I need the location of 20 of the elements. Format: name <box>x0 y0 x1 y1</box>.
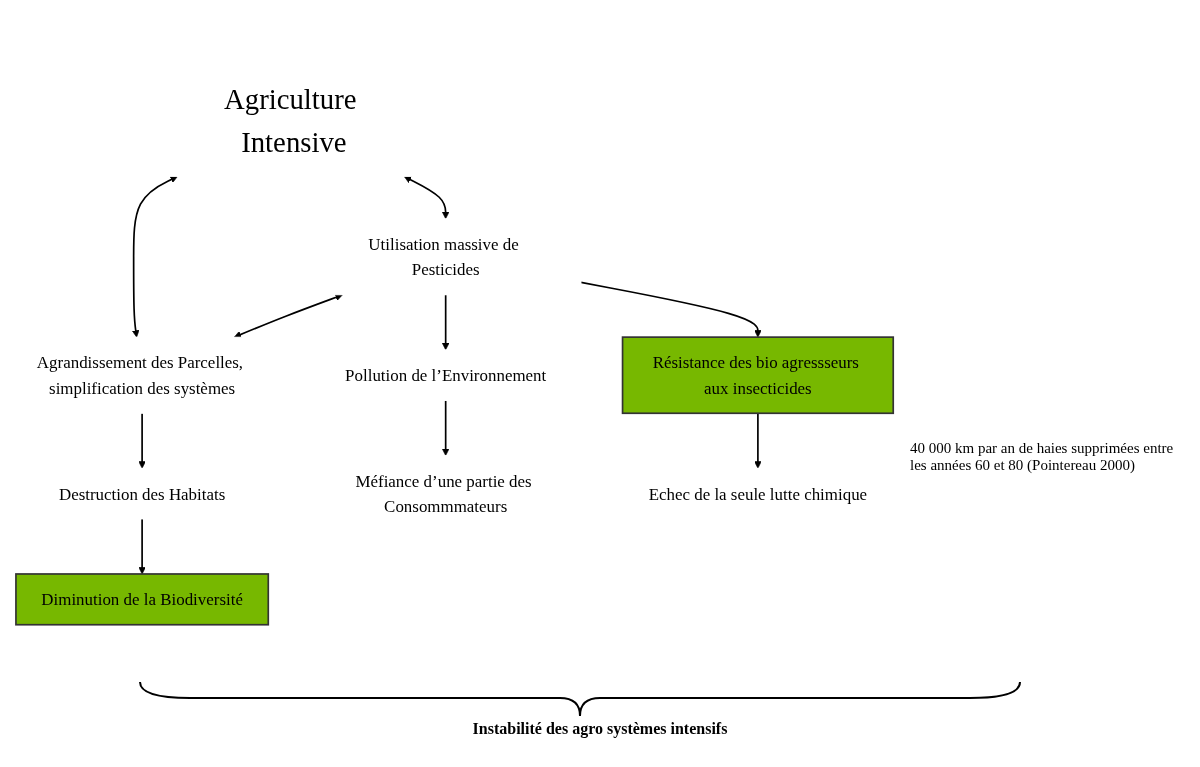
node-text: Méfiance d’une partie des Consommmateurs <box>355 471 532 516</box>
node-box: Résistance des bio agressseurs aux insecticides <box>621 336 895 415</box>
arrow <box>132 176 178 338</box>
note-text: 40 000 km par an de haies supprimées entre les années 60 et 80 (Pointereau 2000) <box>910 440 1175 474</box>
arrow <box>403 176 450 220</box>
arrow <box>580 281 762 338</box>
arrow <box>441 400 450 457</box>
node-text: Utilisation massive de Pesticides <box>368 235 519 280</box>
arrow <box>138 412 146 469</box>
arrow <box>441 294 450 351</box>
node-text: Echec de la seule lutte chimique <box>648 484 868 504</box>
arrow <box>138 518 146 575</box>
node-text: Agrandissement des Parcelles, simplification des systèmes <box>36 353 244 398</box>
node-text: Pollution de l’Environnement <box>345 366 547 385</box>
arrow <box>754 412 762 469</box>
node-box: Diminution de la Biodiversité <box>15 573 270 626</box>
arrow <box>233 294 343 339</box>
node-text: Destruction des Habitats <box>58 484 226 504</box>
node-text: Agriculture Intensive <box>224 83 357 159</box>
caption: Instabilité des agro systèmes intensifs <box>471 720 729 738</box>
